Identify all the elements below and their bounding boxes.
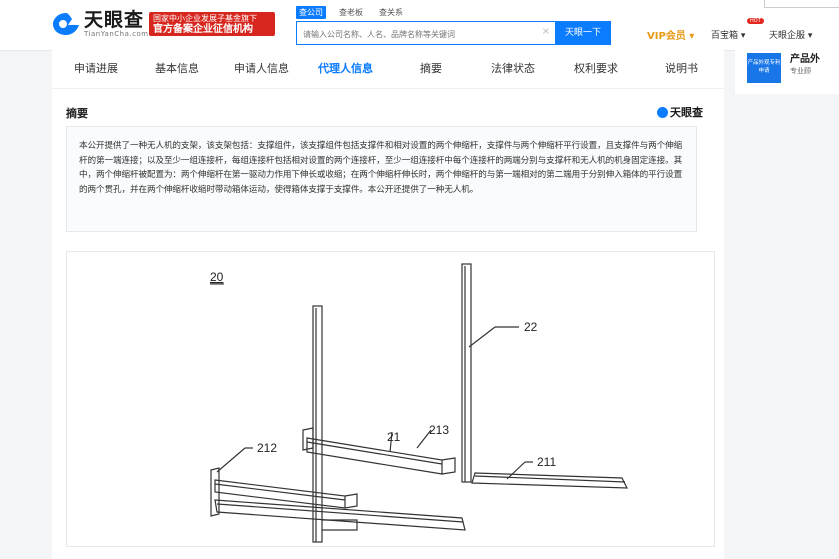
main-panel: 申请进展 基本信息 申请人信息 代理人信息 摘要 法律状态 权利要求 说明书 摘… [52, 50, 724, 559]
logo-domain: TianYanCha.com [84, 30, 149, 38]
eye-logo-icon [52, 11, 80, 37]
watermark-text: 天眼查 [670, 106, 703, 119]
eye-logo-icon [657, 106, 668, 118]
abstract-box: 本公开提供了一种无人机的支架，该支架包括：支撑组件，该支撑组件包括支撑件和相对设… [66, 126, 697, 232]
top-header: 天眼查 TianYanCha.com 国家中小企业发展子基金旗下 官方备案企业征… [0, 0, 839, 51]
tab-applicant-info[interactable]: 申请人信息 [234, 62, 289, 75]
site-logo[interactable]: 天眼查 TianYanCha.com [52, 10, 149, 38]
figure-label-22: 22 [524, 320, 538, 334]
figure-label-211: 211 [537, 455, 556, 469]
logo-title: 天眼查 [84, 9, 145, 31]
badge-line-2: 官方备案企业征信机构 [153, 24, 253, 35]
figure-label-20: 20 [210, 270, 224, 284]
abstract-text: 本公开提供了一种无人机的支架，该支架包括：支撑组件，该支撑组件包括支撑件和相对设… [79, 141, 683, 195]
promo-icon: 产品外观专利申请 [747, 53, 781, 83]
hot-badge: HOT [747, 18, 764, 24]
promo-subtitle: 专业顾 [790, 67, 811, 75]
tab-claims[interactable]: 权利要求 [574, 62, 618, 75]
search-input[interactable] [297, 24, 539, 45]
tab-abstract[interactable]: 摘要 [420, 62, 442, 75]
side-promo-card[interactable]: 产品外观专利申请 产品外 专业顾 [735, 48, 839, 94]
toolbox-menu[interactable]: 百宝箱 ▾ [711, 31, 746, 41]
tab-basic-info[interactable]: 基本信息 [155, 62, 199, 75]
patent-drawing: 20 22 21 213 212 211 [210, 263, 628, 543]
vip-menu[interactable]: VIP会员 ▾ [647, 31, 695, 42]
patent-tabs: 申请进展 基本信息 申请人信息 代理人信息 摘要 法律状态 权利要求 说明书 [52, 50, 724, 89]
badge-line-1: 国家中小企业发展子基金旗下 [153, 14, 257, 23]
tab-application-progress[interactable]: 申请进展 [74, 62, 118, 75]
tab-description[interactable]: 说明书 [665, 62, 698, 75]
search-tab-boss[interactable]: 查老板 [339, 8, 363, 17]
header-corner-box [764, 0, 839, 8]
section-title: 摘要 [66, 107, 88, 120]
official-badge[interactable]: 国家中小企业发展子基金旗下 官方备案企业征信机构 [149, 12, 275, 36]
search-tab-company[interactable]: 查公司 [296, 6, 326, 19]
search-button[interactable]: 天眼一下 [555, 21, 611, 45]
search-box: × [296, 21, 556, 45]
figure-label-21: 21 [387, 430, 401, 444]
enterprise-service-menu[interactable]: 天眼企服 ▾ [769, 31, 813, 41]
figure-label-212: 212 [257, 441, 277, 455]
search-tab-relation[interactable]: 查关系 [379, 8, 403, 17]
figure-label-213: 213 [429, 423, 449, 437]
tab-agent-info[interactable]: 代理人信息 [318, 62, 373, 75]
search-type-tabs: 查公司 查老板 查关系 [296, 6, 416, 19]
section-watermark: 天眼查 [657, 104, 703, 120]
patent-figure: 20 22 21 213 212 211 [66, 251, 715, 547]
promo-title: 产品外 [790, 54, 820, 65]
clear-icon[interactable]: × [541, 26, 550, 37]
tab-legal-status[interactable]: 法律状态 [491, 62, 535, 75]
